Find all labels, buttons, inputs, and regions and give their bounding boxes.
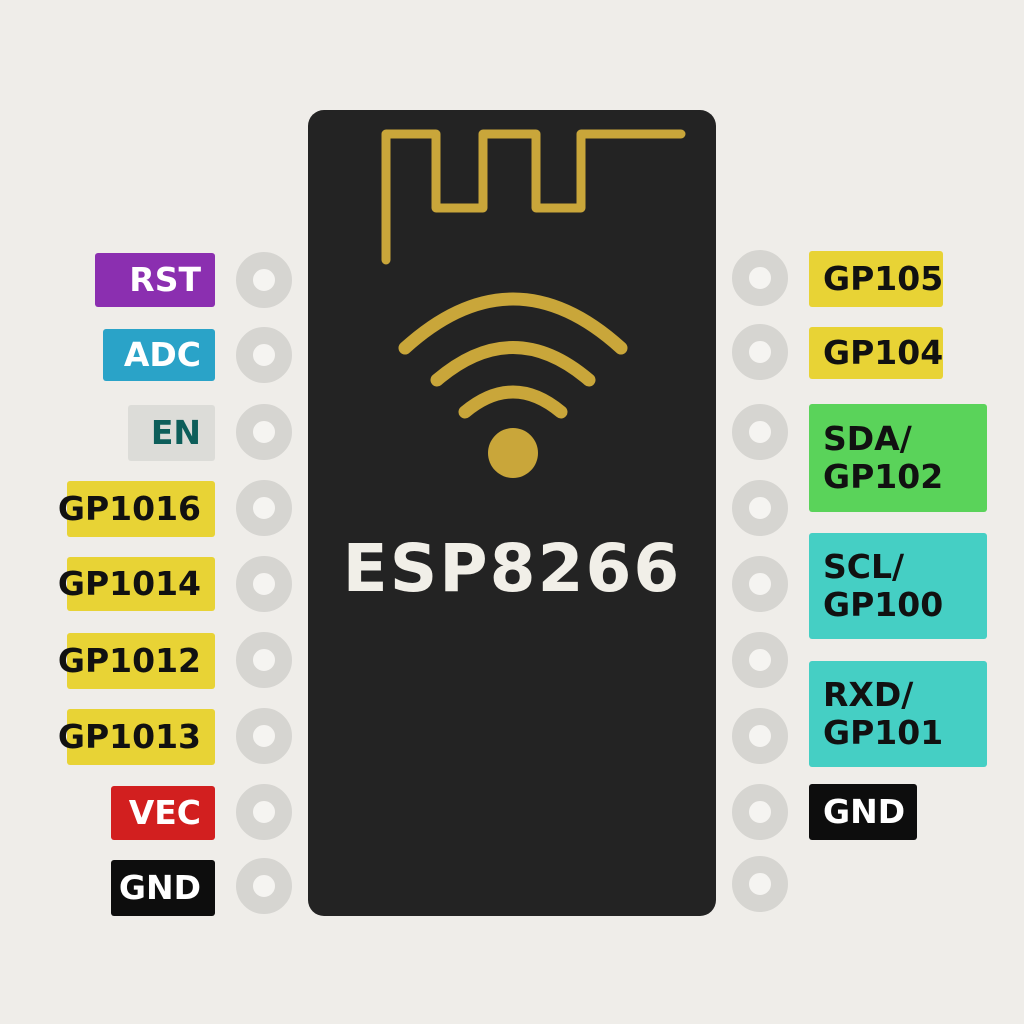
right-pin-pad-2 (732, 324, 788, 380)
left-pin-label-en: EN (128, 405, 215, 461)
left-pin-pad-7 (236, 708, 292, 764)
left-pin-pad-9 (236, 858, 292, 914)
right-pin-label-rxd-gp101: RXD/ GP101 (809, 661, 987, 767)
board-graphics (381, 129, 686, 478)
right-pin-pad-5 (732, 556, 788, 612)
right-pin-label-gp104: GP104 (809, 327, 943, 379)
right-pin-pad-1 (732, 250, 788, 306)
left-pin-label-gp1016: GP1016 (58, 481, 215, 537)
left-pin-label-vec: VEC (111, 786, 215, 840)
right-pin-pad-9 (732, 856, 788, 912)
right-pin-label-scl-gp100: SCL/ GP100 (809, 533, 987, 639)
left-pin-pad-8 (236, 784, 292, 840)
left-pin-pad-4 (236, 480, 292, 536)
left-pin-label-rst: RST (95, 253, 215, 307)
chip-name: ESP8266 (342, 530, 682, 607)
left-pin-label-gnd: GND (111, 860, 215, 916)
left-pin-label-gp1013: GP1013 (58, 709, 215, 765)
left-pin-pad-2 (236, 327, 292, 383)
left-pin-pad-3 (236, 404, 292, 460)
right-pin-pad-6 (732, 632, 788, 688)
right-pin-pad-3 (732, 404, 788, 460)
left-pin-pad-5 (236, 556, 292, 612)
antenna-trace-icon (381, 129, 686, 265)
esp8266-board: ESP8266 (308, 110, 716, 916)
left-pin-pad-6 (236, 632, 292, 688)
left-pin-pad-1 (236, 252, 292, 308)
right-pin-pad-7 (732, 708, 788, 764)
left-pin-label-gp1014: GP1014 (58, 557, 215, 611)
right-pin-pad-4 (732, 480, 788, 536)
left-pin-label-adc: ADC (103, 329, 215, 381)
left-pin-label-gp1012: GP1012 (58, 633, 215, 689)
right-pin-label-gnd: GND (809, 784, 917, 840)
wifi-icon (398, 292, 628, 478)
right-pin-label-sda-gp102: SDA/ GP102 (809, 404, 987, 512)
right-pin-pad-8 (732, 784, 788, 840)
right-pin-label-gp105: GP105 (809, 251, 943, 307)
